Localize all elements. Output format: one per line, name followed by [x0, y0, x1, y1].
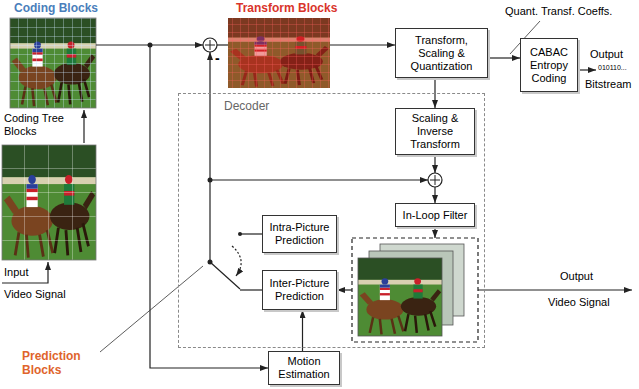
- region-heading: Decoder: [224, 99, 269, 113]
- picture-title: Coding Blocks: [14, 2, 124, 16]
- picture-buffer: [352, 238, 478, 342]
- signal-wires: [209, 52, 210, 262]
- signal-wires: [434, 187, 435, 203]
- signal-label: Bitstream: [585, 78, 637, 91]
- box-label: Transform, Scaling & Quantization: [399, 34, 484, 73]
- process-box: Motion Estimation: [268, 351, 340, 385]
- bitstream-sample: 010110...: [598, 64, 636, 72]
- signal-label: Output: [560, 270, 620, 283]
- signal-wires: [337, 289, 352, 290]
- signal-wires: [2, 45, 632, 368]
- coding-blocks-picture: [10, 18, 96, 108]
- junction-dots: [148, 43, 243, 265]
- box-label: Scaling & Inverse Transform: [399, 112, 471, 151]
- signal-label: Input: [4, 266, 44, 279]
- coding-blocks-picture: [10, 18, 96, 108]
- junction-dots: [208, 178, 213, 183]
- adders: [430, 175, 440, 185]
- signal-wires: [434, 227, 435, 238]
- picture-title: Coding Tree Blocks: [4, 112, 74, 137]
- callout-label: Prediction Blocks: [22, 350, 102, 378]
- transform-blocks-picture: [228, 18, 330, 88]
- coding-tree-picture: [2, 145, 96, 260]
- process-box: In-Loop Filter: [395, 203, 475, 227]
- transform-blocks-picture: [228, 18, 330, 88]
- process-box: Transform, Scaling & Quantization: [395, 28, 488, 78]
- flow-arrow: [302, 310, 303, 351]
- signal-wires: [330, 44, 395, 45]
- signal-wires: [83, 110, 84, 143]
- signal-wires: [240, 289, 262, 290]
- box-label: Intra-Picture Prediction: [266, 221, 333, 247]
- junction-dots: [148, 43, 153, 48]
- process-box: Inter-Picture Prediction: [262, 270, 337, 310]
- coding-blocks-picture: [10, 18, 96, 108]
- signal-label: Quant. Transf. Coeffs.: [505, 5, 635, 18]
- signal-label: Video Signal: [548, 296, 633, 309]
- coding-tree-picture: [2, 145, 96, 260]
- signal-wires: [2, 262, 48, 283]
- signal-label: Video Signal: [4, 288, 84, 301]
- process-box: Intra-Picture Prediction: [262, 215, 337, 253]
- transform-blocks-picture: [228, 18, 330, 88]
- process-box: Scaling & Inverse Transform: [395, 108, 475, 155]
- signal-wires: [240, 233, 262, 234]
- coding-tree-picture: [2, 145, 96, 260]
- transform-blocks-picture: [228, 18, 330, 88]
- picture-buffer: [358, 258, 442, 336]
- signal-wires: [217, 44, 228, 45]
- box-label: CABAC Entropy Coding: [524, 46, 574, 85]
- junction-dots: [208, 260, 213, 265]
- box-label: In-Loop Filter: [403, 209, 468, 222]
- adders: [205, 40, 215, 50]
- signal-wires: [578, 69, 596, 70]
- signal-wires: [478, 289, 632, 290]
- coding-tree-picture: [2, 145, 96, 260]
- picture-buffer: [358, 258, 442, 336]
- signal-wires: [232, 246, 241, 276]
- signal-label: Output: [590, 48, 635, 61]
- picture-title: Transform Blocks: [236, 2, 366, 16]
- adders: [203, 38, 217, 52]
- process-box: CABAC Entropy Coding: [520, 38, 578, 92]
- picture-buffer: [352, 238, 478, 342]
- leader-lines: [100, 266, 203, 352]
- flow-arrow: [488, 57, 520, 58]
- sign-label: -: [215, 50, 225, 66]
- box-label: Motion Estimation: [272, 355, 336, 381]
- box-label: Inter-Picture Prediction: [266, 277, 333, 303]
- decoder-region: DecoderScaling & Inverse TransformIn-Loo…: [178, 93, 485, 348]
- signal-wires: [210, 262, 240, 289]
- junction-dots: [238, 232, 242, 236]
- signal-wires: [210, 179, 428, 180]
- adders: [428, 173, 442, 187]
- coding-blocks-picture: [10, 18, 96, 108]
- leader-lines: [100, 21, 540, 352]
- signal-wires: [434, 155, 435, 173]
